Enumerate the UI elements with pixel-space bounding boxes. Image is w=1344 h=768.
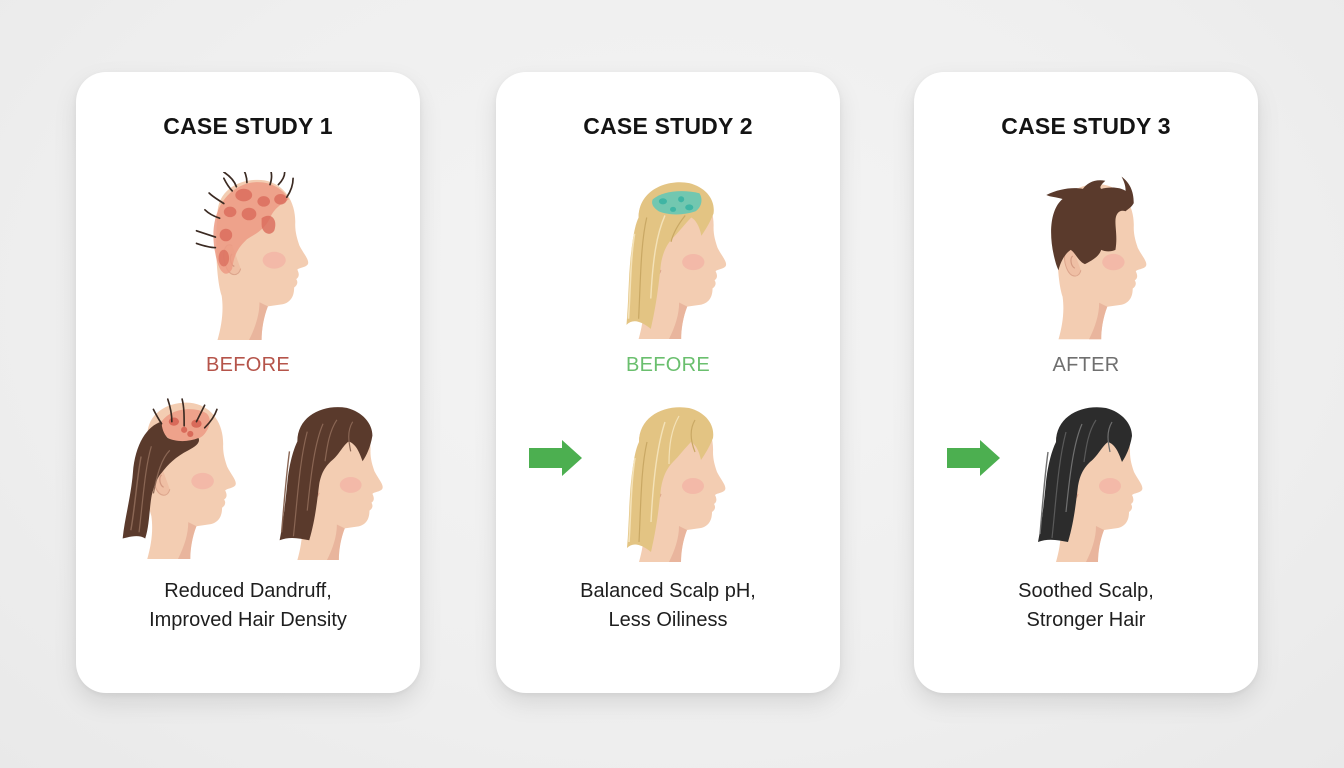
case-result-caption: Soothed Scalp, Stronger Hair xyxy=(914,577,1258,635)
case-study-card-1: CASE STUDY 1 xyxy=(76,72,420,693)
head-oily-scalp-blonde-icon xyxy=(606,177,732,339)
case-study-card-2: CASE STUDY 2 BEFORE xyxy=(496,72,840,693)
card-title: CASE STUDY 2 xyxy=(583,113,753,139)
caption-line-2: Improved Hair Density xyxy=(149,609,347,631)
card-title: CASE STUDY 1 xyxy=(163,113,333,139)
case-result-caption: Reduced Dandruff, Improved Hair Density xyxy=(76,577,420,635)
caption-line-2: Stronger Hair xyxy=(1026,609,1146,631)
head-inflamed-scalp-icon xyxy=(186,172,312,340)
card-title: CASE STUDY 3 xyxy=(1001,113,1171,139)
state-label-before: BEFORE xyxy=(205,354,291,376)
head-thinning-hair-icon xyxy=(116,395,240,559)
head-short-brown-hair-icon xyxy=(1028,176,1150,340)
case-study-card-3: CASE STUDY 3 AFTER Soothed Scalp, Strong… xyxy=(914,72,1258,693)
state-label-before: BEFORE xyxy=(625,354,711,376)
case-result-caption: Balanced Scalp pH, Less Oiliness xyxy=(496,577,840,635)
caption-line-1: Reduced Dandruff, xyxy=(164,580,332,602)
state-label-after: AFTER xyxy=(1052,354,1120,376)
arrow-right-icon xyxy=(947,440,1000,476)
caption-line-1: Balanced Scalp pH, xyxy=(580,580,756,602)
head-full-brown-hair-icon xyxy=(266,402,388,560)
caption-line-1: Soothed Scalp, xyxy=(1018,580,1154,602)
arrow-right-icon xyxy=(529,440,582,476)
caption-line-2: Less Oiliness xyxy=(608,609,728,631)
head-black-hair-icon xyxy=(1024,402,1148,562)
head-healthy-blonde-icon xyxy=(606,402,732,562)
